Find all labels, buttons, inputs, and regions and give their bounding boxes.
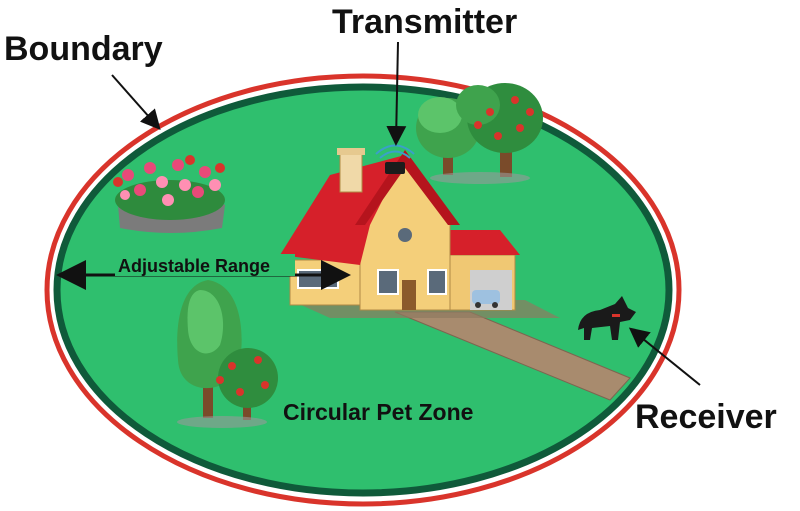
car-icon [472,290,500,308]
boundary-label: Boundary [4,30,163,68]
tree-icon [416,83,543,184]
receiver-label: Receiver [635,398,777,436]
adjustable-range-label: Adjustable Range [118,256,270,276]
flower-bed-icon [113,155,225,233]
boundary-ring [44,73,682,507]
boundary-pointer-arrow [111,74,161,130]
transmitter-pointer-arrow [386,41,407,146]
pet-zone-label: Circular Pet Zone [283,399,473,425]
transmitter-label: Transmitter [332,3,517,41]
receiver-pointer-arrow [628,327,701,386]
tree-icon [177,280,278,428]
dog-icon [578,296,636,340]
